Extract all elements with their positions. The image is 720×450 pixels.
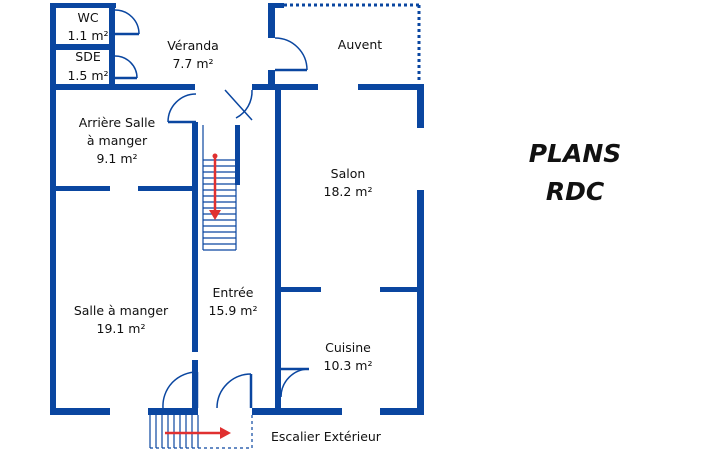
wall-salon-cuisine-left [281,287,321,292]
wall-top-wc [50,3,116,8]
wall-veranda-bottom-right [252,84,278,90]
wall-right-lower [417,190,424,415]
door-veranda-right [224,89,253,121]
room-labels: WC 1.1 m² SDE 1.5 m² Véranda 7.7 m² Auve… [67,10,382,444]
wall-right-upper [417,84,424,128]
title-line1: PLANS [529,139,622,168]
door-cuisine [280,367,310,398]
door-entry-left [162,371,199,409]
label-wc-name: WC [77,10,98,25]
doors [114,9,310,409]
label-cuisine-name: Cuisine [325,340,371,355]
stair-steps [203,159,236,245]
wall-entree-lower-right [275,370,281,415]
label-arriere-area: 9.1 m² [96,151,137,166]
label-auvent-name: Auvent [338,37,382,52]
wall-stair-left [192,122,198,352]
door-entry-right [216,373,253,409]
label-sde-name: SDE [75,49,101,64]
wall-auvent-left [278,84,318,90]
label-entree-area: 15.9 m² [209,303,258,318]
wall-entree-lower-left [192,360,198,415]
door-sde [114,55,138,80]
walls [50,3,424,415]
wall-arriere-salle-right [138,186,195,191]
label-arriere-line1: Arrière Salle [79,115,156,130]
exterior-stair-steps [155,415,199,448]
door-veranda-auvent [274,37,308,72]
wall-left-outer [50,3,56,415]
label-sde-area: 1.5 m² [67,68,108,83]
wall-auvent-right [358,84,424,90]
wall-top-auvent [268,3,284,8]
interior-stair-arrow [209,153,221,220]
label-salon-area: 18.2 m² [324,184,373,199]
wall-arriere-salle-left [56,186,110,191]
wall-bottom-cuisine-left [252,408,342,415]
wall-entree-right [275,90,281,390]
title-line2: RDC [546,177,605,206]
label-veranda-name: Véranda [167,38,219,53]
wall-veranda-auvent-low [268,70,275,90]
label-salon-name: Salon [331,166,366,181]
stair-arrows [165,153,231,439]
wall-veranda-auvent [268,3,275,38]
label-entree-name: Entrée [213,285,254,300]
wall-bottom-salle [148,408,198,415]
label-arriere-line2: à manger [87,133,148,148]
wall-veranda-bottom-left [165,84,195,90]
plan-title: PLANS RDC [529,139,622,206]
auvent-outline [284,3,421,80]
interior-staircase [202,125,237,251]
label-veranda-area: 7.7 m² [172,56,213,71]
label-salle-name: Salle à manger [74,303,169,318]
exterior-staircase [149,408,253,449]
wall-wc-sde [56,44,115,50]
exterior-stair-arrow [165,427,231,439]
wall-below-sde [50,84,165,90]
door-wc [114,9,140,36]
label-wc-area: 1.1 m² [67,28,108,43]
label-salle-area: 19.1 m² [97,321,146,336]
wall-bottom-left [50,408,110,415]
wall-stair-right [235,125,240,185]
wall-bottom-cuisine-right [380,408,424,415]
label-cuisine-area: 10.3 m² [324,358,373,373]
door-veranda-left [167,93,197,124]
wall-salon-cuisine-right [380,287,417,292]
label-escalier-name: Escalier Extérieur [271,429,382,444]
